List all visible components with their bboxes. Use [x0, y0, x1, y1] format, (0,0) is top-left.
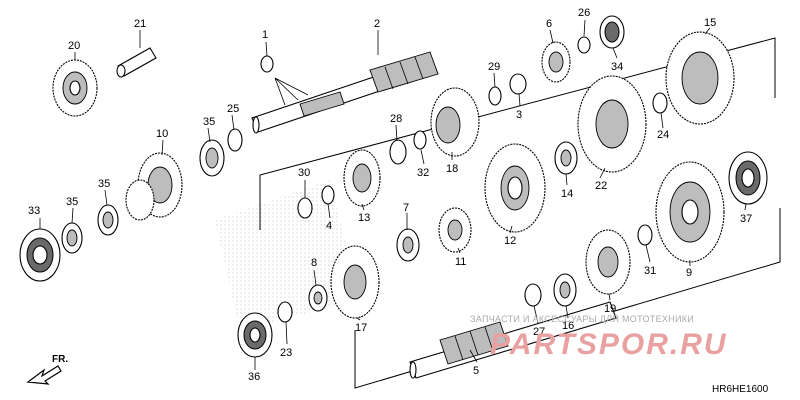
callout-34: 34 — [611, 61, 623, 73]
hub-part-6 — [541, 41, 571, 83]
washer-part-24 — [652, 92, 668, 114]
leader-lines — [39, 19, 747, 370]
washer-part-30 — [297, 197, 313, 219]
callout-27: 27 — [533, 326, 545, 338]
bushing-part-16 — [553, 273, 577, 307]
callout-31: 31 — [644, 265, 656, 277]
watermark-tagline: ЗАПЧАСТИ И АКСЕССУАРЫ ДЛЯ МОТОТЕХНИКИ — [470, 314, 694, 324]
callout-13: 13 — [358, 212, 370, 224]
callout-26: 26 — [578, 7, 590, 19]
gear-part-18 — [430, 87, 480, 157]
gear-part-15 — [665, 31, 735, 125]
callout-7: 7 — [403, 202, 409, 214]
washer-part-26 — [577, 36, 591, 54]
callout-35c: 35 — [98, 178, 110, 190]
washer-part-1 — [260, 55, 274, 73]
washer-part-29 — [488, 86, 502, 106]
callout-17: 17 — [355, 322, 367, 334]
callout-20: 20 — [68, 40, 80, 52]
countershaft-part-5 — [409, 301, 617, 379]
washer-part-25 — [227, 128, 243, 152]
callout-23: 23 — [280, 347, 292, 359]
bearing-part-36 — [237, 312, 273, 358]
washer-part-27 — [524, 283, 542, 307]
callout-35a: 35 — [203, 116, 215, 128]
callout-37: 37 — [740, 213, 752, 225]
diagram-code: HR6HE1600 — [712, 384, 769, 395]
callout-labels: 1 2 3 4 5 6 7 8 9 10 11 12 13 14 15 16 1… — [28, 7, 752, 383]
gear-part-19 — [585, 229, 631, 295]
upper-shaft-frame — [259, 37, 776, 230]
watermark-logo: PARTSPOR.RU — [490, 328, 728, 361]
callout-35b: 35 — [66, 196, 78, 208]
callout-30: 30 — [298, 167, 310, 179]
callout-9: 9 — [686, 267, 692, 279]
gear-part-17 — [330, 245, 380, 319]
gear-part-9 — [655, 161, 725, 263]
callout-24: 24 — [657, 129, 669, 141]
washer-part-32 — [413, 130, 427, 150]
needle-bearing-part-35a — [199, 139, 225, 177]
callout-25: 25 — [227, 103, 239, 115]
callout-15: 15 — [704, 17, 716, 29]
front-direction-label: FR. — [52, 354, 68, 365]
callout-8: 8 — [311, 257, 317, 269]
bushing-part-14 — [554, 141, 578, 175]
needle-bearing-part-7 — [396, 228, 420, 262]
callout-33: 33 — [28, 205, 40, 217]
callout-28: 28 — [390, 113, 402, 125]
callout-12: 12 — [504, 235, 516, 247]
bearing-part-33 — [19, 228, 61, 282]
bearing-part-37 — [728, 151, 768, 205]
gear-part-22 — [577, 75, 647, 173]
callout-4: 4 — [326, 220, 332, 232]
gear-part-20 — [52, 59, 98, 117]
washer-part-4 — [321, 185, 335, 205]
mainshaft-part-2 — [251, 51, 439, 134]
callout-32: 32 — [417, 167, 429, 179]
callout-18: 18 — [446, 163, 458, 175]
needle-bearing-part-35b — [61, 222, 83, 254]
gear-part-13 — [343, 149, 381, 207]
callout-19: 19 — [604, 303, 616, 315]
callout-16: 16 — [562, 320, 574, 332]
hub-part-11 — [438, 207, 472, 253]
callout-3: 3 — [516, 109, 522, 121]
callout-14: 14 — [561, 188, 573, 200]
needle-bearing-part-35c — [97, 204, 119, 236]
callout-10: 10 — [156, 128, 168, 140]
callout-22: 22 — [595, 180, 607, 192]
callout-29: 29 — [488, 61, 500, 73]
gear-part-12 — [484, 143, 546, 233]
needle-bearing-part-8 — [308, 284, 328, 312]
bearing-part-34 — [599, 15, 625, 49]
washers — [227, 36, 668, 323]
gear-part-10 — [125, 152, 183, 221]
callout-6: 6 — [546, 18, 552, 30]
callout-1: 1 — [262, 29, 268, 41]
callout-2: 2 — [374, 18, 380, 30]
front-direction-arrow-icon — [26, 365, 62, 385]
callout-11: 11 — [455, 256, 466, 268]
callout-21: 21 — [134, 18, 146, 30]
callout-5: 5 — [473, 365, 479, 377]
bushing-part-28 — [389, 139, 407, 165]
washer-part-31 — [637, 224, 653, 246]
bushing-part-3 — [509, 73, 527, 95]
washer-part-23 — [277, 301, 293, 323]
shaft-part-21 — [116, 47, 157, 78]
callout-36: 36 — [248, 371, 260, 383]
